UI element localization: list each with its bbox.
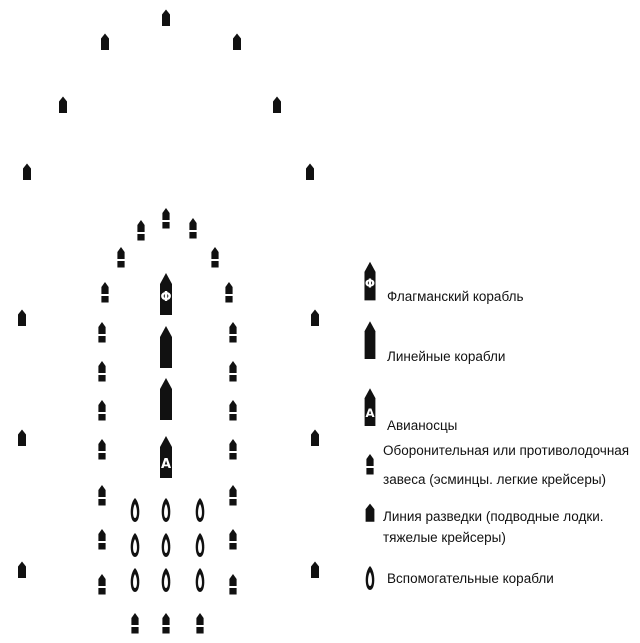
screen-ship-icon	[229, 529, 237, 550]
legend-auxiliary-ship-icon	[365, 566, 375, 590]
screen-ship-icon	[162, 613, 170, 634]
screen-ship-icon	[229, 361, 237, 382]
screen-ship-icon	[98, 439, 106, 460]
scout-ship-icon	[23, 163, 31, 180]
screen-ship-icon	[211, 247, 219, 268]
legend-label-battleships: Линейные корабли	[387, 349, 505, 364]
flagship-icon: Φ	[160, 273, 172, 315]
legend-label-auxiliary-ships: Вспомогательные корабли	[387, 571, 554, 586]
screen-ship-icon	[117, 247, 125, 268]
screen-ship-icon	[229, 400, 237, 421]
auxiliary-ship-icon	[161, 533, 171, 557]
legend: ΦA Флагманский корабль Линейные корабли …	[364, 261, 629, 590]
screen-ship-icon	[98, 322, 106, 343]
scout-ship-icon	[311, 309, 319, 326]
flagship-mark: Φ	[160, 290, 171, 305]
screen-ship-icon	[98, 400, 106, 421]
screen-ship-icon	[162, 208, 170, 229]
scout-ship-icon	[18, 561, 26, 578]
legend-label-screen-line-2: завеса (эсминцы. легкие крейсеры)	[383, 472, 606, 487]
screen-ship-icon	[131, 613, 139, 634]
legend-label-flagship: Флагманский корабль	[387, 289, 523, 304]
legend-screen-ship-icon	[366, 454, 374, 475]
screen-ship-icon	[98, 529, 106, 550]
scout-ship-icon	[18, 309, 26, 326]
auxiliary-ship-icon	[161, 498, 171, 522]
scout-ship-icon	[162, 9, 170, 26]
screen-ship-icon	[229, 574, 237, 595]
auxiliary-ship-icon	[130, 568, 140, 592]
auxiliary-ship-icon	[161, 568, 171, 592]
legend-label-aircraft-carriers: Авианосцы	[387, 418, 457, 433]
legend-icons: ΦA	[364, 261, 376, 590]
battleship-icon	[160, 326, 172, 368]
legend-label-scouting-line-1: Линия разведки (подводные лодки.	[383, 509, 604, 524]
flagship-mark: Φ	[365, 277, 375, 291]
scout-ship-icon	[233, 33, 241, 50]
auxiliary-ship-icon	[195, 568, 205, 592]
scout-ship-icon	[101, 33, 109, 50]
fleet-formation: ΦA	[18, 9, 319, 634]
screen-ship-icon	[225, 282, 233, 303]
aircraft-carrier-mark: A	[365, 406, 374, 420]
screen-ship-icon	[229, 439, 237, 460]
screen-ship-icon	[98, 574, 106, 595]
scout-ship-icon	[59, 96, 67, 113]
auxiliary-ship-icon	[130, 533, 140, 557]
battleship-icon	[160, 378, 172, 420]
legend-label-screen-line-1: Оборонительная или противолодочная	[383, 443, 629, 458]
screen-ship-icon	[101, 282, 109, 303]
aircraft-carrier-icon: A	[160, 436, 172, 478]
screen-ship-icon	[196, 613, 204, 634]
auxiliary-ship-icon	[195, 533, 205, 557]
screen-ship-icon	[98, 361, 106, 382]
screen-ship-icon	[137, 220, 145, 241]
scout-ship-icon	[306, 163, 314, 180]
scout-ship-icon	[18, 429, 26, 446]
aircraft-carrier-mark: A	[161, 457, 171, 472]
screen-ship-icon	[229, 485, 237, 506]
legend-battleship-icon	[364, 321, 376, 359]
legend-flagship-icon: Φ	[364, 261, 376, 301]
scout-ship-icon	[311, 429, 319, 446]
legend-scout-ship-icon	[365, 503, 375, 522]
legend-aircraft-carrier-icon: A	[364, 388, 376, 426]
auxiliary-ship-icon	[195, 498, 205, 522]
screen-ship-icon	[229, 322, 237, 343]
screen-ship-icon	[189, 218, 197, 239]
scout-ship-icon	[311, 561, 319, 578]
scout-ship-icon	[273, 96, 281, 113]
legend-label-scouting-line-2: тяжелые крейсеры)	[383, 530, 506, 545]
auxiliary-ship-icon	[130, 498, 140, 522]
screen-ship-icon	[98, 485, 106, 506]
